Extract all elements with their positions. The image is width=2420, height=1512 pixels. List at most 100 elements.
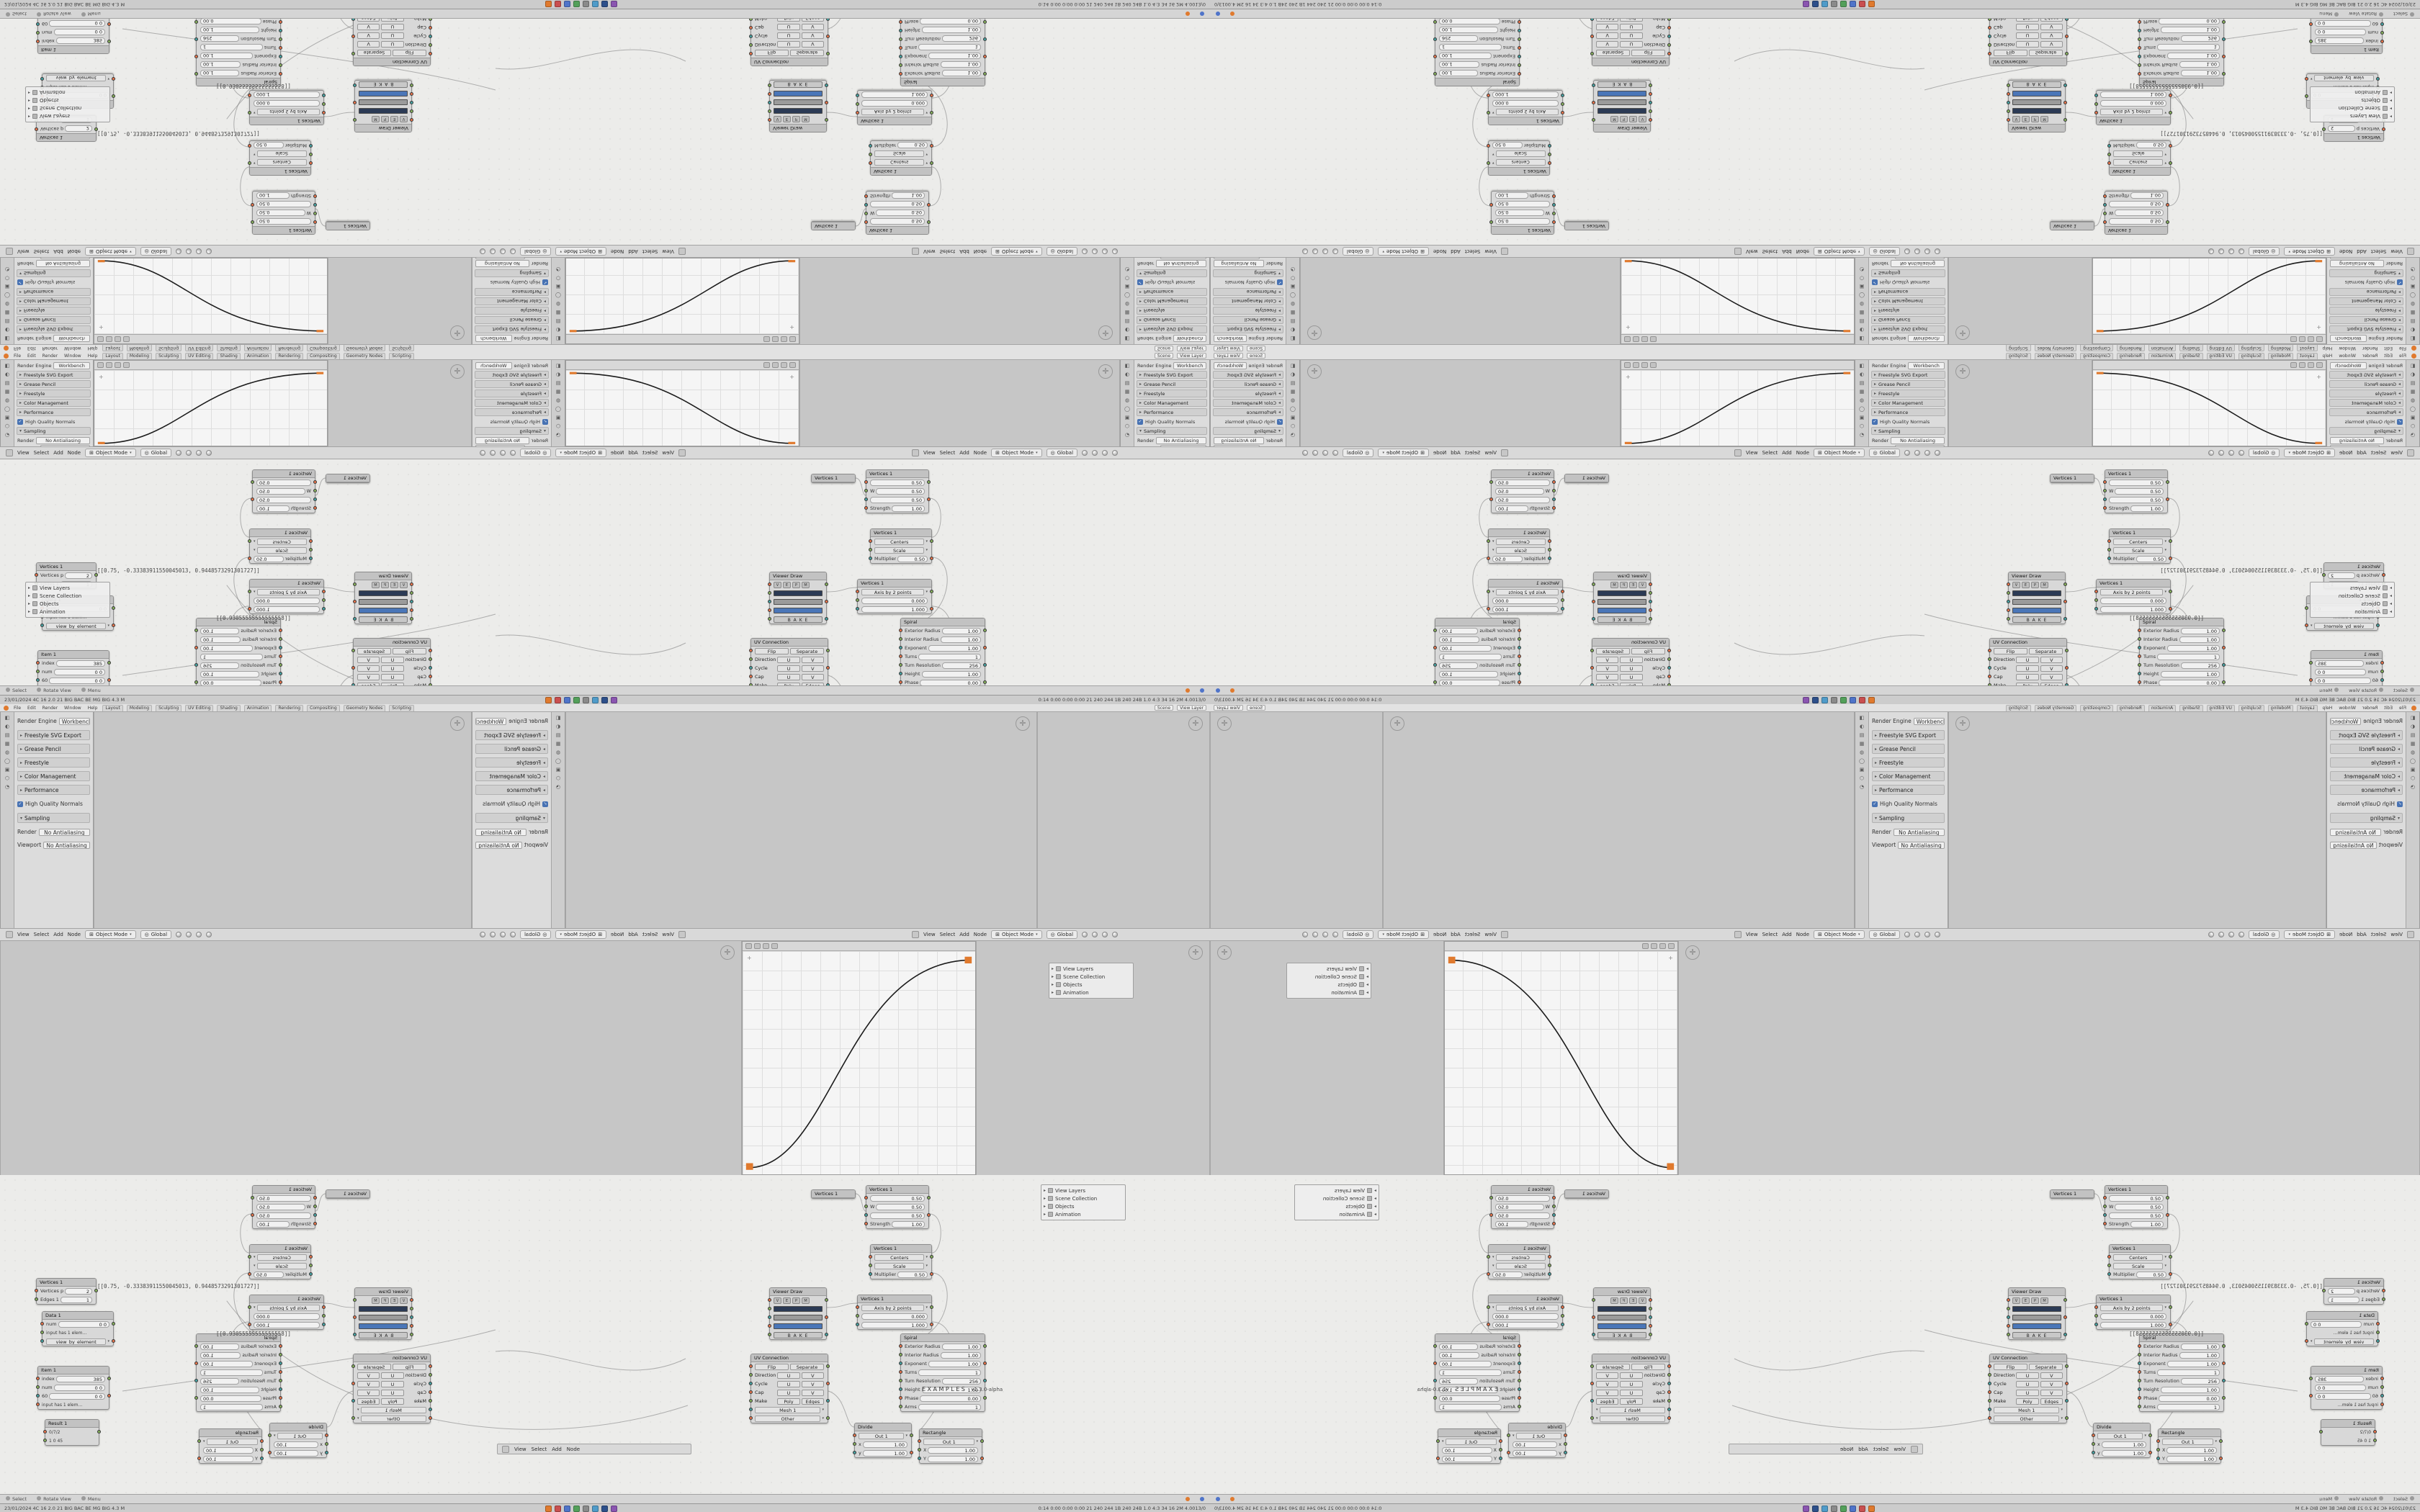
- node-row[interactable]: B A K E: [1592, 81, 1652, 89]
- node-input-socket[interactable]: [2138, 29, 2141, 32]
- toggle-button[interactable]: Edges: [801, 1398, 824, 1405]
- workspace-tab[interactable]: Compositing: [307, 345, 340, 352]
- field-value[interactable]: 1.00: [862, 1441, 908, 1448]
- node-output-socket[interactable]: [2319, 1430, 2323, 1434]
- dropdown-value[interactable]: Axis by 2 points: [861, 109, 925, 116]
- node-output-socket[interactable]: [1487, 1305, 1490, 1309]
- panel-header-collapsed[interactable]: ▸Grease Pencil: [475, 744, 548, 754]
- properties-tab-modifiers-icon[interactable]: ⬡: [1859, 423, 1865, 429]
- dropdown-value[interactable]: Scale: [2113, 150, 2164, 158]
- workspace-tab[interactable]: Sculpting: [2238, 345, 2264, 352]
- node-output-socket[interactable]: [1592, 617, 1595, 621]
- menu-add[interactable]: Add: [959, 248, 969, 254]
- node-input-socket[interactable]: [313, 1222, 317, 1225]
- toggle-button[interactable]: Flip: [1994, 1363, 2027, 1370]
- field-value[interactable]: 0.50: [870, 479, 925, 486]
- properties-tab-world-icon[interactable]: ◯: [1859, 292, 1865, 298]
- panel-header-collapsed[interactable]: ▸Performance: [2330, 785, 2403, 795]
- node-output-socket[interactable]: [1433, 20, 1437, 24]
- node-output-socket[interactable]: [251, 1213, 254, 1217]
- workspace-tab[interactable]: Geometry Nodes: [343, 704, 386, 711]
- shading-mode-icon[interactable]: [1092, 450, 1098, 456]
- node-input-socket[interactable]: [1561, 111, 1564, 114]
- properties-tab-modifiers-icon[interactable]: ⬡: [2410, 423, 2416, 429]
- node-input-socket[interactable]: [1667, 52, 1671, 55]
- display-toggle[interactable]: P: [381, 116, 389, 123]
- node-input-socket[interactable]: [2103, 212, 2107, 215]
- node-output-socket[interactable]: [927, 498, 931, 501]
- properties-tab-modifiers-icon[interactable]: ⬡: [4, 275, 10, 281]
- node-input-socket[interactable]: [1552, 1213, 1556, 1217]
- graph-header-icon[interactable]: [1633, 362, 1639, 368]
- workspace-tab[interactable]: Rendering: [2116, 345, 2145, 352]
- field-value[interactable]: 1.00: [200, 627, 240, 634]
- node-input-socket[interactable]: [1667, 26, 1671, 30]
- field-value[interactable]: 0.50: [2109, 201, 2164, 208]
- node-input-socket[interactable]: [322, 607, 326, 611]
- node-input-socket[interactable]: [2138, 680, 2141, 684]
- outliner-item[interactable]: ▸Scene Collection: [2313, 592, 2392, 600]
- outliner-item[interactable]: ▸Objects: [1044, 1202, 1123, 1210]
- menu-select[interactable]: Select: [642, 450, 658, 456]
- panel-header-collapsed[interactable]: ▸Performance: [475, 785, 548, 795]
- panel-header-collapsed[interactable]: ▸Grease Pencil: [1872, 744, 1945, 754]
- node-input-socket[interactable]: [864, 1205, 868, 1208]
- node-output-socket[interactable]: [268, 1451, 272, 1454]
- field-value[interactable]: 0.000: [254, 100, 320, 107]
- node-input-socket[interactable]: [313, 212, 317, 215]
- node-header[interactable]: Spiral: [901, 1334, 985, 1342]
- toggle-button[interactable]: Separate: [357, 1363, 391, 1370]
- display-toggle[interactable]: V: [1639, 1297, 1646, 1304]
- color-swatch[interactable]: [2012, 608, 2061, 613]
- node-input-socket[interactable]: [40, 77, 44, 81]
- node-output-socket[interactable]: [825, 118, 828, 122]
- node-input-socket[interactable]: [1548, 161, 1551, 165]
- menu-select[interactable]: Select: [2370, 450, 2387, 456]
- node-output-socket[interactable]: [2169, 1323, 2172, 1326]
- graph-header-icon[interactable]: [2316, 362, 2323, 368]
- node-header[interactable]: Divide: [270, 1423, 326, 1431]
- field-value[interactable]: 2: [2328, 572, 2355, 579]
- navigation-gizmo-icon[interactable]: ✛: [1016, 716, 1030, 731]
- menu-node[interactable]: Node: [1796, 248, 1810, 254]
- properties-tab-view-layer-icon[interactable]: ▦: [1124, 310, 1130, 315]
- properties-tab-output-icon[interactable]: ▤: [555, 380, 561, 386]
- field-value[interactable]: 0.00: [1439, 19, 1500, 25]
- toggle-button[interactable]: Poly: [1620, 19, 1643, 22]
- toggle-button[interactable]: U: [381, 1389, 404, 1396]
- taskbar-app-icon[interactable]: [1821, 1505, 1828, 1512]
- node-input-socket[interactable]: [899, 1379, 902, 1382]
- view-layer-selector[interactable]: View Layer: [1177, 346, 1206, 351]
- node-header[interactable]: Vertices 1: [2097, 1295, 2170, 1303]
- panel-header-collapsed[interactable]: ▸Performance: [475, 408, 549, 416]
- shading-mode-icon[interactable]: [500, 932, 506, 937]
- field-value[interactable]: 0.50: [254, 1271, 284, 1278]
- node-row[interactable]: [2007, 1305, 2065, 1313]
- field-value[interactable]: 0.50: [897, 1271, 928, 1278]
- properties-tab-output-icon[interactable]: ▤: [1290, 318, 1296, 324]
- node-output-socket[interactable]: [2305, 1339, 2308, 1343]
- sampling-setting-value[interactable]: No Antialiasing: [1891, 436, 1945, 444]
- sampling-setting-value[interactable]: No Antialiasing: [2330, 828, 2382, 836]
- node-output-socket[interactable]: [826, 19, 830, 21]
- object-mode-dropdown[interactable]: ⊞Object Mode▾: [1814, 930, 1865, 939]
- field-value[interactable]: 1: [1439, 1369, 1502, 1376]
- display-toggle[interactable]: P: [1620, 116, 1628, 123]
- node-input-socket[interactable]: [749, 1399, 753, 1403]
- field-value[interactable]: 0 0: [53, 1384, 105, 1391]
- color-swatch[interactable]: [359, 599, 408, 605]
- sampling-setting-value[interactable]: No Antialiasing: [1156, 260, 1206, 268]
- field-value[interactable]: 1.00: [200, 1360, 254, 1367]
